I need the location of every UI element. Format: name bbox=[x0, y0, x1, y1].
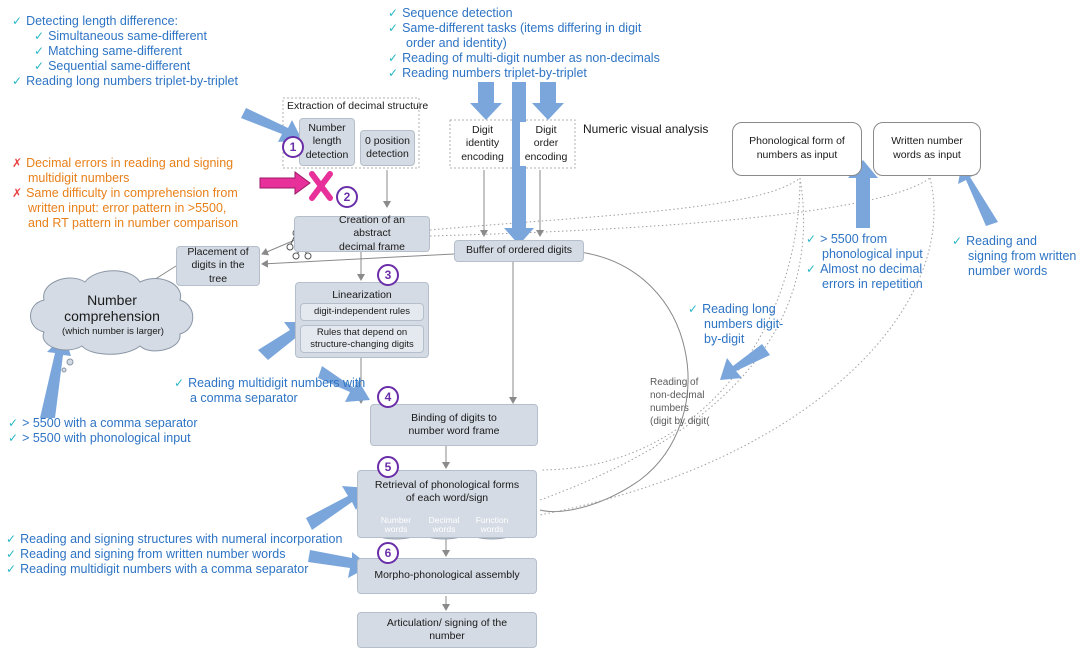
note-bottom-left: ✓Reading and signing structures with num… bbox=[6, 532, 343, 576]
structure-changing-box: Rules that depend on structure-changing … bbox=[300, 325, 424, 353]
comprehension-cloud-shape bbox=[30, 270, 194, 355]
input-routes bbox=[429, 177, 935, 516]
retrieval-title: Retrieval of phonological forms of each … bbox=[374, 479, 520, 505]
number-words-store: Number words bbox=[380, 515, 412, 535]
extraction-title: Extraction of decimal structure bbox=[287, 100, 429, 112]
step-2-badge: 2 bbox=[336, 186, 358, 208]
non-decimal-label: Reading of non-decimal numbers (digit by… bbox=[650, 377, 710, 427]
blocked-input-arrow bbox=[259, 171, 311, 195]
note-length-difference: ✓Detecting length difference: ✓Simultane… bbox=[12, 14, 238, 88]
linearization-title: Linearization bbox=[332, 289, 392, 301]
step-5-badge: 5 bbox=[377, 456, 399, 478]
note-phonological-input: ✓> 5500 from phonological input ✓Almost … bbox=[806, 232, 923, 291]
binding-box: Binding of digits to number word frame bbox=[370, 404, 538, 446]
digit-order-box: Digit order encoding bbox=[520, 122, 572, 166]
note-written-words: ✓Reading and signing from written number… bbox=[952, 234, 1077, 278]
flow-arrows bbox=[137, 170, 544, 611]
retrieval-box: Retrieval of phonological forms of each … bbox=[357, 470, 537, 538]
note-comprehension: ✓> 5500 with a comma separator ✓> 5500 w… bbox=[8, 416, 198, 445]
digit-independent-box: digit-independent rules bbox=[300, 303, 424, 321]
non-decimal-route bbox=[539, 251, 689, 512]
large-blue-arrows bbox=[40, 82, 998, 578]
note-sequence-detection: ✓Sequence detection ✓Same-different task… bbox=[388, 6, 660, 80]
number-length-box: Number length detection bbox=[299, 118, 355, 166]
note-digit-by-digit: ✓Reading long numbers digit- by-digit bbox=[688, 302, 784, 346]
zero-position-box: 0 position detection bbox=[360, 130, 415, 166]
digit-identity-box: Digit identity encoding bbox=[455, 122, 510, 166]
step-3-badge: 3 bbox=[377, 264, 399, 286]
step-6-badge: 6 bbox=[377, 542, 399, 564]
placement-box: Placement of digits in the tree bbox=[176, 246, 260, 286]
function-words-store: Function words bbox=[475, 515, 509, 535]
numeric-visual-group-outline bbox=[449, 119, 576, 169]
comprehension-subtitle: (which number is larger) bbox=[62, 326, 164, 337]
comprehension-title: Number comprehension bbox=[64, 292, 160, 324]
buffer-box: Buffer of ordered digits bbox=[454, 240, 584, 262]
morpho-box: Morpho-phonological assembly bbox=[357, 558, 537, 594]
decimal-words-store: Decimal words bbox=[428, 515, 460, 535]
articulation-box: Articulation/ signing of the number bbox=[357, 612, 537, 648]
note-deficits: ✗Decimal errors in reading and signing m… bbox=[12, 156, 239, 230]
numeric-visual-title: Numeric visual analysis bbox=[583, 122, 709, 136]
written-words-input-box: Written number words as input bbox=[873, 122, 981, 176]
cross-icon bbox=[309, 171, 333, 201]
note-comma-separator: ✓Reading multidigit numbers with a comma… bbox=[174, 376, 366, 405]
step-4-badge: 4 bbox=[377, 386, 399, 408]
step-1-badge: 1 bbox=[282, 136, 304, 158]
phonological-input-box: Phonological form of numbers as input bbox=[732, 122, 862, 176]
abstract-frame-box: Creation of an abstract decimal frame bbox=[294, 214, 430, 253]
